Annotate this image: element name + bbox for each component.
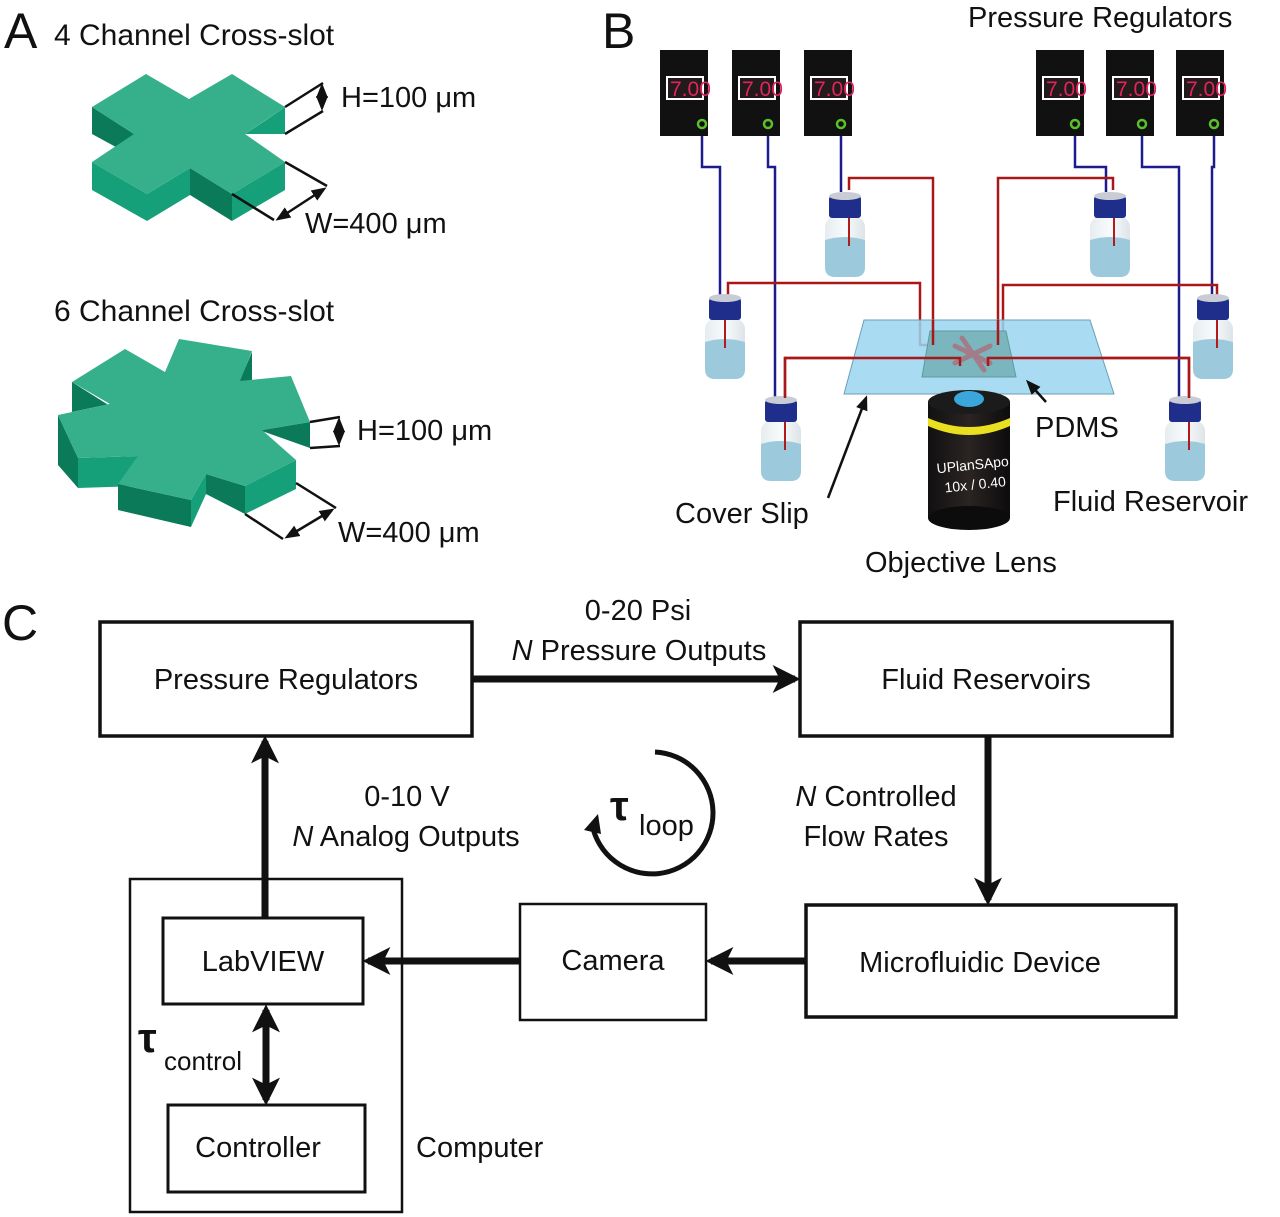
- star-side-face: [245, 460, 296, 514]
- fluid-reservoirs-box-label: Fluid Reservoirs: [881, 664, 1091, 696]
- tau-control-subscript: control: [164, 1046, 242, 1076]
- flow-arrows: [251, 665, 1002, 1106]
- pressure-regulator[interactable]: 7.00: [1036, 50, 1087, 136]
- led-icon: [835, 118, 847, 130]
- reservoir-bottle: [761, 396, 801, 481]
- fluid-reservoir-label: Fluid Reservoir: [1053, 486, 1248, 518]
- six-channel-cross-slot: [58, 339, 310, 527]
- six-channel-height-label: H=100 μm: [357, 415, 492, 447]
- controlled-flow-label: N Controlled: [795, 781, 956, 813]
- computer-label: Computer: [416, 1132, 544, 1164]
- regulator-reading: 7.00: [1116, 78, 1157, 101]
- pressure-regulators-box-label: Pressure Regulators: [154, 664, 418, 696]
- analog-outputs-label: N Analog Outputs: [292, 821, 519, 853]
- led-icon: [1136, 118, 1148, 130]
- cross-side-face: [232, 162, 285, 221]
- regulator-reading: 7.00: [814, 78, 855, 101]
- loop-arrowhead-icon: [584, 814, 601, 834]
- lens-model-text: UPlanSApo: [936, 453, 1010, 477]
- pressure-regulators-label: Pressure Regulators: [968, 2, 1232, 34]
- pdms-pointer: [1025, 379, 1047, 403]
- star-side-face: [262, 422, 310, 448]
- four-channel-dimension-lines: [231, 81, 328, 222]
- panel-letter-a: A: [4, 3, 38, 59]
- reservoir-bottle: [1090, 192, 1130, 277]
- regulator-reading: 7.00: [742, 78, 783, 101]
- cross-side-face: [245, 107, 285, 134]
- four-channel-cross-slot: [92, 74, 285, 221]
- panel-b: B Pressure Regulators: [602, 2, 1248, 579]
- lens-magnification-text: 10x / 0.40: [944, 473, 1007, 495]
- star-side-face: [240, 352, 252, 382]
- pressure-regulator[interactable]: 7.00: [804, 50, 855, 136]
- led-icon: [1069, 118, 1081, 130]
- cover-slip-pointer: [826, 395, 868, 499]
- panel-a: A 4 Channel Cross-slot H=100 μm W=400 μm…: [4, 3, 492, 549]
- reservoir-bottle: [825, 192, 865, 277]
- four-channel-height-label: H=100 μm: [341, 82, 476, 114]
- block-boxes: [98, 620, 1178, 1214]
- tau-loop-symbol: τ: [610, 782, 629, 829]
- cross-top-face: [92, 74, 285, 194]
- flow-rates-label: Flow Rates: [803, 821, 948, 853]
- six-channel-dimension-lines: [244, 415, 345, 541]
- pressure-regulator-units: 7.00 7.00 7.00 7.00: [660, 50, 1227, 136]
- six-channel-title: 6 Channel Cross-slot: [54, 295, 335, 328]
- reservoir-bottle: [1165, 396, 1205, 481]
- pressure-regulator[interactable]: 7.00: [1106, 50, 1157, 136]
- star-side-face: [118, 484, 191, 527]
- star-side-face: [72, 382, 110, 412]
- regulator-reading: 7.00: [670, 78, 711, 101]
- reservoir-bottle: [1193, 294, 1233, 379]
- voltage-range-label: 0-10 V: [364, 781, 450, 813]
- loop-arc: [589, 749, 716, 877]
- pressure-outputs-label: N Pressure Outputs: [512, 635, 767, 667]
- reservoir-bottle: [705, 294, 745, 379]
- regulator-reading: 7.00: [1046, 78, 1087, 101]
- led-icon: [762, 118, 774, 130]
- star-side-face: [206, 474, 245, 514]
- cross-side-face: [92, 162, 147, 221]
- pdms-label: PDMS: [1035, 412, 1119, 444]
- microfluidic-device-box-label: Microfluidic Device: [859, 947, 1101, 979]
- pressure-regulator[interactable]: 7.00: [1176, 50, 1227, 136]
- pressure-range-label: 0-20 Psi: [585, 595, 691, 627]
- cross-side-face: [147, 168, 190, 221]
- controller-box-label: Controller: [195, 1132, 321, 1164]
- star-top-face: [58, 339, 310, 500]
- labview-box-label: LabVIEW: [202, 946, 325, 978]
- regulator-reading: 7.00: [1186, 78, 1227, 101]
- camera-box-label: Camera: [561, 945, 665, 977]
- tau-loop-subscript: loop: [639, 810, 694, 842]
- fluid-tubes-over-slip: [783, 320, 1191, 398]
- objective-lens-label: Objective Lens: [865, 547, 1057, 579]
- pressure-regulator[interactable]: 7.00: [660, 50, 711, 136]
- star-side-face: [191, 474, 206, 527]
- led-icon: [1208, 118, 1220, 130]
- panel-c: C Pressure Regulators Fluid Reservoirs M…: [2, 595, 1178, 1214]
- panel-letter-b: B: [602, 3, 635, 59]
- cross-side-face: [190, 168, 232, 221]
- cover-slip-label: Cover Slip: [675, 498, 809, 530]
- star-side-face: [58, 415, 78, 488]
- four-channel-title: 4 Channel Cross-slot: [54, 19, 335, 52]
- tau-control-symbol: τ: [138, 1014, 157, 1061]
- led-icon: [696, 118, 708, 130]
- objective-lens: UPlanSApo 10x / 0.40: [928, 390, 1010, 530]
- panel-letter-c: C: [2, 595, 38, 651]
- six-channel-width-label: W=400 μm: [338, 517, 480, 549]
- four-channel-width-label: W=400 μm: [305, 208, 447, 240]
- fluid-reservoirs: [705, 192, 1233, 481]
- pressure-regulator[interactable]: 7.00: [732, 50, 783, 136]
